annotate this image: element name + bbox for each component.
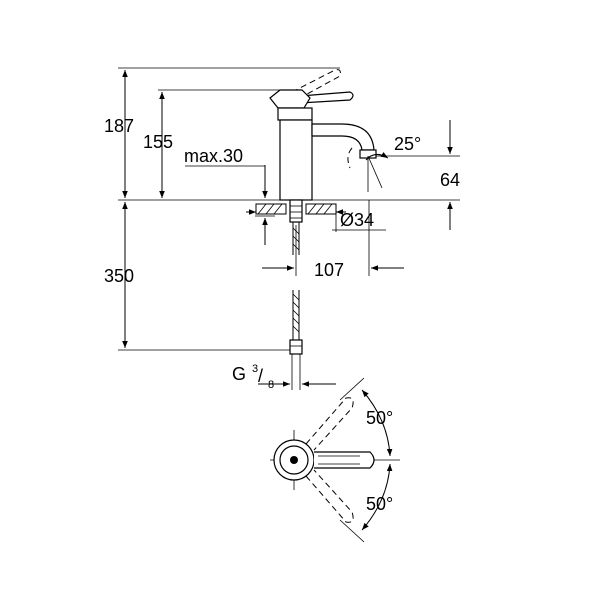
lever-raised-outline [291,69,341,100]
dimension-187: 187 [104,70,134,198]
lever-handle [299,91,354,104]
dimension-hole-diameter: Ø34 [246,206,386,232]
dimension-hole-diameter-label: Ø34 [340,210,374,230]
angle-arc-bottom [361,463,393,531]
dimension-350-label: 350 [104,266,134,286]
dimension-107: 107 [262,200,404,280]
dimension-155: 155 [143,92,173,198]
top-lever-rotated-up [305,397,354,451]
dimension-spout-angle-label: 25° [394,134,421,154]
dimension-lever-angle-top: 50° [366,408,393,428]
top-lever-rotated-down [305,469,354,523]
body-column [279,119,313,201]
dimension-107-label: 107 [314,260,344,280]
cartridge-cap [269,89,311,109]
spout [311,123,375,151]
dimension-thread: G 3 / 8 [232,363,336,391]
dimension-max-deck: max.30 [184,146,275,245]
dimension-64: 64 [376,120,460,230]
top-center-dot [290,456,298,464]
dimension-155-label: 155 [143,132,173,152]
thread-slash: / [258,366,263,386]
dimension-max-deck-label: max.30 [184,146,243,166]
dimension-lever-angle-bottom: 50° [366,494,393,514]
dimension-64-label: 64 [440,170,460,190]
angle-arc-top [361,389,393,457]
dimension-spout-angle: 25° [365,134,421,192]
hose-fitting [289,339,303,355]
thread-g-label: G [232,364,246,384]
flexible-hose [289,290,303,390]
threaded-shank [289,199,303,223]
dimension-350: 350 [104,202,134,348]
body-collar [277,107,313,121]
faucet-side-view [269,69,377,201]
aerator-swivel-outline [347,147,353,169]
dimension-187-label: 187 [104,116,134,136]
thread-numerator: 3 [252,363,258,375]
top-lever [314,451,375,469]
faucet-top-view: 50° 50° [270,377,400,543]
thread-denominator: 8 [268,379,274,391]
